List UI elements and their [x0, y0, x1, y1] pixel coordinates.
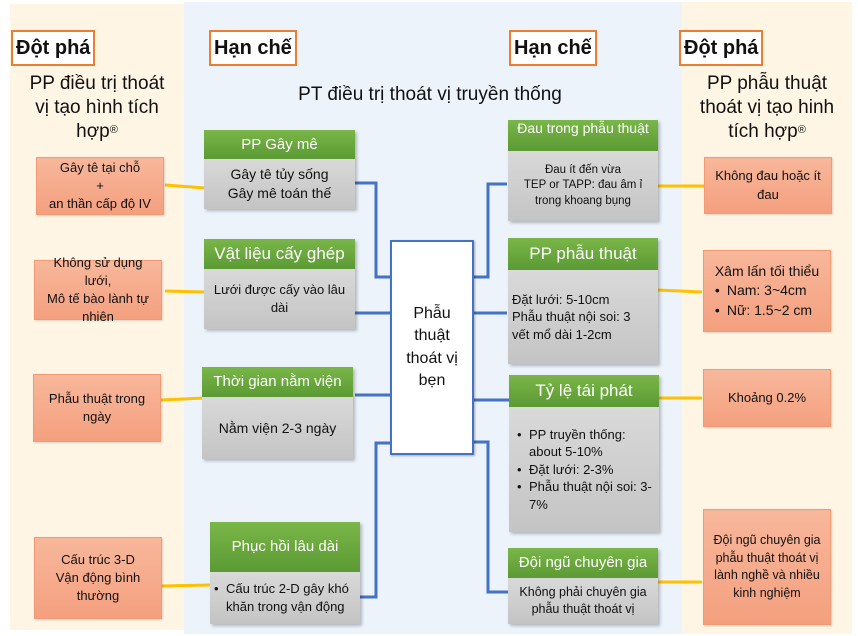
category-recurrence-rate: Tỷ lệ tái phát PP truyền thống: about 5-…: [509, 375, 659, 532]
alt-implant: Không sử dụng lưới, Mô tế bào lành tự nh…: [34, 255, 162, 324]
alt-expert-team: Đội ngũ chuyên gia phẫu thuật thoát vị l…: [703, 509, 831, 625]
category-long-recovery: Phục hồi lâu dài Cấu trúc 2-D gây khó kh…: [210, 522, 360, 624]
category-header: PP Gây mê: [204, 130, 355, 159]
category-body: Cấu trúc 2-D gây khó khăn trong vận động: [210, 572, 360, 624]
category-body: Nằm viện 2-3 ngày: [202, 397, 353, 459]
category-body: Gây tê tủy sống Gây mê toán thế: [204, 159, 355, 209]
category-surgical-method: PP phẫu thuật Đặt lưới: 5-10cm Phẫu thuậ…: [508, 238, 658, 364]
category-header: Phục hồi lâu dài: [210, 522, 360, 572]
category-body: Không phải chuyên gia phẫu thuật thoát v…: [508, 578, 658, 624]
category-implant-material: Vật liệu cấy ghép Lưới được cấy vào lâu …: [204, 239, 355, 329]
category-body: Đặt lưới: 5-10cm Phẫu thuật nội soi: 3 v…: [508, 270, 658, 364]
registered-mark: ®: [797, 124, 806, 136]
category-expert-team: Đội ngũ chuyên gia Không phải chuyên gia…: [508, 548, 658, 624]
alt-anesthesia: Gây tê tại chỗ + an thần cấp độ IV: [36, 157, 164, 215]
category-header: Đội ngũ chuyên gia: [508, 548, 658, 578]
alt-hospital-stay: Phẫu thuật trong ngày: [33, 374, 161, 442]
alt-recurrence-rate: Khoảng 0.2%: [703, 369, 831, 427]
category-header: Thời gian nằm viện: [202, 367, 353, 397]
category-body: Lưới được cấy vào lâu dài: [204, 269, 355, 329]
registered-mark: ®: [109, 124, 118, 136]
category-surgical-pain: Đau trong phẫu thuật Đau ít đến vừa TEP …: [508, 120, 658, 221]
category-body: Đau ít đến vừa TEP or TAPP: đau âm ỉ tro…: [508, 151, 658, 221]
hub-inguinal-hernia-surgery: Phẫu thuật thoát vị bẹn: [390, 240, 474, 455]
alt-recovery: Cấu trúc 3-D Vận động bình thường: [34, 537, 162, 619]
left-method-title: PP điều trị thoát vị tạo hình tích hợp®: [29, 73, 165, 142]
category-header: PP phẫu thuật: [508, 238, 658, 270]
category-header: Vật liệu cấy ghép: [204, 239, 355, 269]
breakthrough-label-left: Đột phá: [11, 30, 96, 66]
breakthrough-label-right: Đột phá: [679, 30, 764, 66]
category-anesthesia: PP Gây mê Gây tê tủy sống Gây mê toán th…: [204, 130, 355, 209]
alt-no-pain: Không đau hoặc ít đau: [704, 157, 832, 214]
category-hospital-stay: Thời gian nằm viện Nằm viện 2-3 ngày: [202, 367, 353, 459]
category-body: PP truyền thống: about 5-10% Đặt lưới: 2…: [509, 407, 659, 532]
limitation-label-left: Hạn chế: [209, 30, 297, 66]
center-title: PT điều trị thoát vị truyền thống: [298, 84, 562, 105]
limitation-label-right: Hạn chế: [509, 30, 597, 66]
category-header: Đau trong phẫu thuật: [508, 120, 658, 151]
category-header: Tỷ lệ tái phát: [509, 375, 659, 407]
alt-minimally-invasive: Xâm lấn tối thiểu Nam: 3~4cm Nữ: 1.5~2 c…: [703, 250, 831, 332]
right-method-title: PP phẫu thuật thoát vị tạo hinh tích hợp…: [699, 73, 835, 142]
